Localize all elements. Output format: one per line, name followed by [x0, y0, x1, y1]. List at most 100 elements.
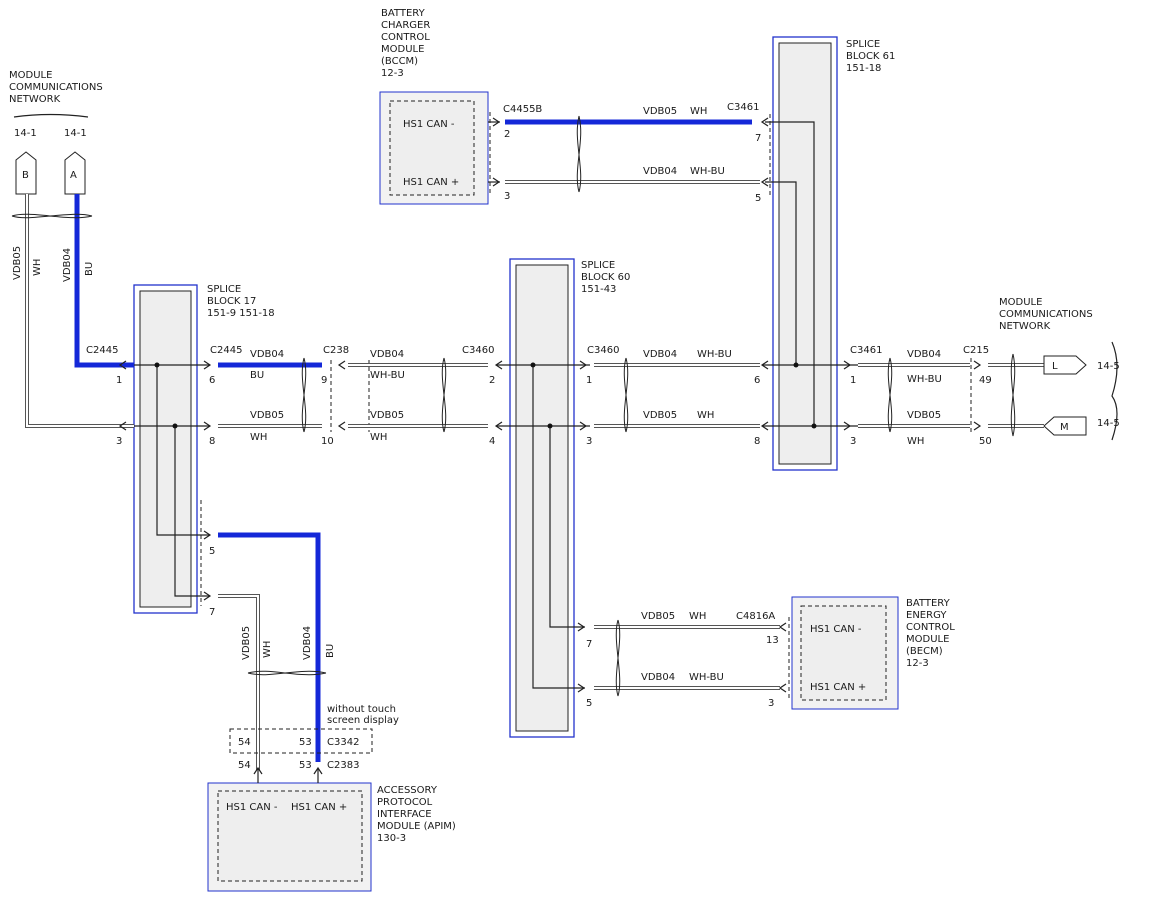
splice-block-60-title: SPLICE BLOCK 60 151-43 [581, 260, 630, 295]
svg-text:B: B [22, 170, 29, 181]
wire-label-vdb05-bccm: VDB05 [643, 106, 677, 117]
apim-module: HS1 CAN - HS1 CAN + [207, 782, 372, 892]
pin-4-c3460-a: 4 [489, 436, 495, 447]
apim-pin-label-plus: HS1 CAN + [291, 802, 347, 813]
tag-a: A [64, 151, 86, 195]
becm-pin-label-minus: HS1 CAN - [810, 624, 862, 635]
pin-2-c3460-a: 2 [489, 375, 495, 386]
svg-text:MODULE: MODULE [9, 70, 52, 81]
splice-block-17 [133, 284, 198, 614]
wire-label-whbu-s60: WH-BU [697, 349, 732, 360]
conn-c3461-b: C3461 [850, 345, 882, 356]
svg-text:NETWORK: NETWORK [999, 321, 1051, 332]
splice-block-61 [772, 36, 838, 471]
wire-label-wh-s17: WH [250, 432, 267, 443]
wire-label-vdb05-apim: VDB05 [241, 626, 252, 660]
svg-text:BATTERY: BATTERY [906, 598, 951, 609]
conn-c238: C238 [323, 345, 349, 356]
svg-text:COMMUNICATIONS: COMMUNICATIONS [9, 82, 103, 93]
svg-text:MODULE: MODULE [381, 44, 424, 55]
pin-49-c215: 49 [979, 375, 992, 386]
wire-label-wh-c238: WH [370, 432, 387, 443]
right-ref-l: 14-5 [1097, 361, 1120, 372]
bccm-pin-label-plus: HS1 CAN + [403, 177, 459, 188]
pin-1-c2445-a: 1 [116, 375, 122, 386]
pin-5-c3461-a: 5 [755, 193, 761, 204]
conn-c3461-a: C3461 [727, 102, 759, 113]
apim-title: ACCESSORY PROTOCOL INTERFACE MODULE (API… [377, 785, 456, 844]
pin-7-c3461-a: 7 [755, 133, 761, 144]
wire-label-wh-left: WH [32, 259, 43, 276]
wire-label-whbu-c238: WH-BU [370, 370, 405, 381]
svg-text:CONTROL: CONTROL [381, 32, 430, 43]
svg-text:SPLICE: SPLICE [207, 284, 241, 295]
becm-pin-label-plus: HS1 CAN + [810, 682, 866, 693]
wire-label-wh-s60: WH [697, 410, 714, 421]
svg-text:ACCESSORY: ACCESSORY [377, 785, 438, 796]
pin-1-c3460-b: 1 [586, 375, 592, 386]
apim-pin-label-minus: HS1 CAN - [226, 802, 278, 813]
bccm-module: HS1 CAN - HS1 CAN + [379, 91, 489, 205]
wire-label-wh-s61: WH [907, 436, 924, 447]
conn-c4455b: C4455B [503, 104, 542, 115]
svg-text:SPLICE: SPLICE [581, 260, 615, 271]
svg-text:CONTROL: CONTROL [906, 622, 955, 633]
svg-text:BLOCK 61: BLOCK 61 [846, 51, 895, 62]
wire-label-vdb04-s17: VDB04 [250, 349, 284, 360]
pin-3-c4816a: 3 [768, 698, 774, 709]
svg-text:MODULE (APIM): MODULE (APIM) [377, 821, 456, 832]
wire-label-vdb04-left: VDB04 [62, 248, 73, 282]
note-touch-2: screen display [327, 715, 399, 726]
right-ref-m: 14-5 [1097, 418, 1120, 429]
wire-label-wh-apim: WH [262, 641, 273, 658]
svg-text:(BECM): (BECM) [906, 646, 943, 657]
svg-text:151-9 151-18: 151-9 151-18 [207, 308, 275, 319]
splice-block-60 [509, 258, 575, 738]
left-network-header: MODULE COMMUNICATIONS NETWORK 14-1 14-1 [9, 70, 103, 139]
wire-label-bu-apim: BU [325, 644, 336, 658]
svg-text:L: L [1052, 361, 1058, 372]
tag-l: L 14-5 [1043, 355, 1120, 375]
left-ref-a: 14-1 [64, 128, 87, 139]
svg-text:151-18: 151-18 [846, 63, 881, 74]
pin-54-c2383: 54 [238, 760, 251, 771]
wire-label-whbu-becm: WH-BU [689, 672, 724, 683]
svg-text:NETWORK: NETWORK [9, 94, 61, 105]
svg-text:INTERFACE: INTERFACE [377, 809, 432, 820]
pin-3-c2445-a: 3 [116, 436, 122, 447]
wire-label-whbu-bccm: WH-BU [690, 166, 725, 177]
splice-block-61-title: SPLICE BLOCK 61 151-18 [846, 39, 895, 74]
right-network-header: MODULE COMMUNICATIONS NETWORK [999, 297, 1118, 441]
wire-label-vdb05-c238: VDB05 [370, 410, 404, 421]
wire-label-wh-bccm: WH [690, 106, 707, 117]
conn-c2445-a: C2445 [86, 345, 118, 356]
conn-c2445-b: C2445 [210, 345, 242, 356]
pin-6-s61: 6 [754, 375, 760, 386]
conn-c3460-a: C3460 [462, 345, 494, 356]
pin-8-c2445-b: 8 [209, 436, 215, 447]
wire-label-vdb04-s60: VDB04 [643, 349, 677, 360]
pin-6-c2445-b: 6 [209, 375, 215, 386]
splice-block-17-title: SPLICE BLOCK 17 151-9 151-18 [207, 284, 275, 319]
svg-text:12-3: 12-3 [381, 68, 404, 79]
pin-53-c2383: 53 [299, 760, 312, 771]
pin-5-s60: 5 [586, 698, 592, 709]
wire-label-vdb04-s61: VDB04 [907, 349, 941, 360]
wire-label-vdb05-s61: VDB05 [907, 410, 941, 421]
becm-title: BATTERY ENERGY CONTROL MODULE (BECM) 12-… [906, 598, 955, 669]
left-ref-b: 14-1 [14, 128, 37, 139]
wire-label-wh-becm: WH [689, 611, 706, 622]
svg-text:ENERGY: ENERGY [906, 610, 947, 621]
svg-text:PROTOCOL: PROTOCOL [377, 797, 433, 808]
svg-text:BLOCK 60: BLOCK 60 [581, 272, 630, 283]
pin-53-c3342: 53 [299, 737, 312, 748]
svg-text:CHARGER: CHARGER [381, 20, 430, 31]
tag-b: B [15, 151, 37, 195]
pin-10-c238: 10 [321, 436, 334, 447]
svg-text:12-3: 12-3 [906, 658, 929, 669]
svg-text:SPLICE: SPLICE [846, 39, 880, 50]
conn-c3460-b: C3460 [587, 345, 619, 356]
wire-label-vdb05-becm: VDB05 [641, 611, 675, 622]
wire-label-bu-left: BU [84, 262, 95, 276]
pin-7-s17: 7 [209, 607, 215, 618]
